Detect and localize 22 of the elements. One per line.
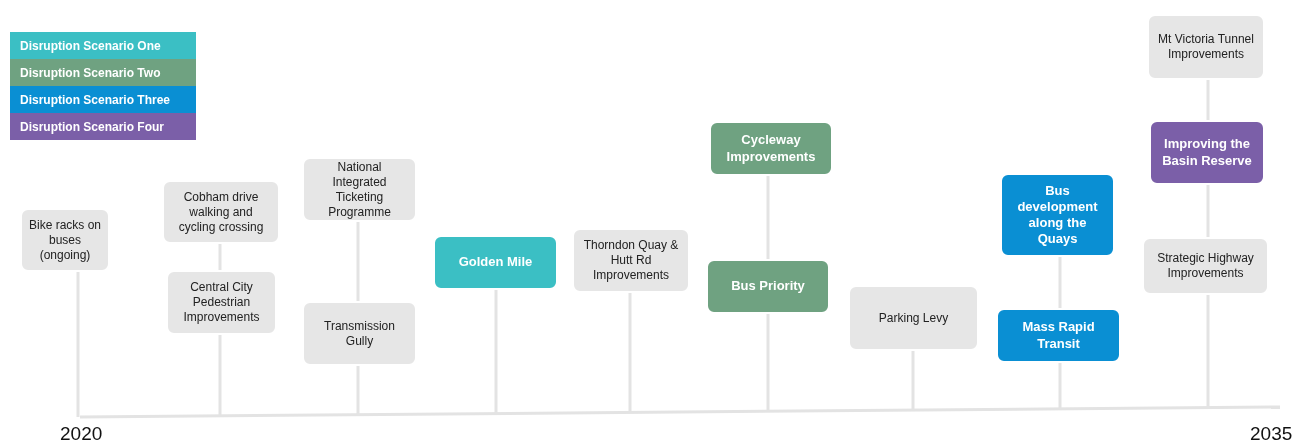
project-box: Strategic Highway Improvements <box>1142 237 1269 295</box>
project-box: National Integrated Ticketing Programme <box>302 157 417 222</box>
year-label: 2035 <box>1250 424 1293 443</box>
project-box: Central City Pedestrian Improvements <box>166 270 277 335</box>
project-box: Thorndon Quay & Hutt Rd Improvements <box>572 228 690 293</box>
legend-item: Disruption Scenario Two <box>10 59 196 86</box>
project-box: Parking Levy <box>848 285 979 351</box>
scenario-box: Bus Priority <box>706 259 830 314</box>
legend-item: Disruption Scenario One <box>10 32 196 59</box>
project-box: Cobham drive walking and cycling crossing <box>162 180 280 244</box>
project-box: Transmission Gully <box>302 301 417 366</box>
project-box: Bike racks on buses (ongoing) <box>20 208 110 272</box>
scenario-box: Golden Mile <box>433 235 558 290</box>
legend-item: Disruption Scenario Three <box>10 86 196 113</box>
scenario-box: Cycleway Improvements <box>709 121 833 176</box>
scenario-box: Improving the Basin Reserve <box>1149 120 1265 185</box>
project-box: Mt Victoria Tunnel Improvements <box>1147 14 1265 80</box>
legend-item: Disruption Scenario Four <box>10 113 196 140</box>
timeline-bar <box>80 405 1280 419</box>
scenario-box: Bus development along the Quays <box>1000 173 1115 257</box>
year-label: 2020 <box>60 424 103 443</box>
scenario-box: Mass Rapid Transit <box>996 308 1121 363</box>
